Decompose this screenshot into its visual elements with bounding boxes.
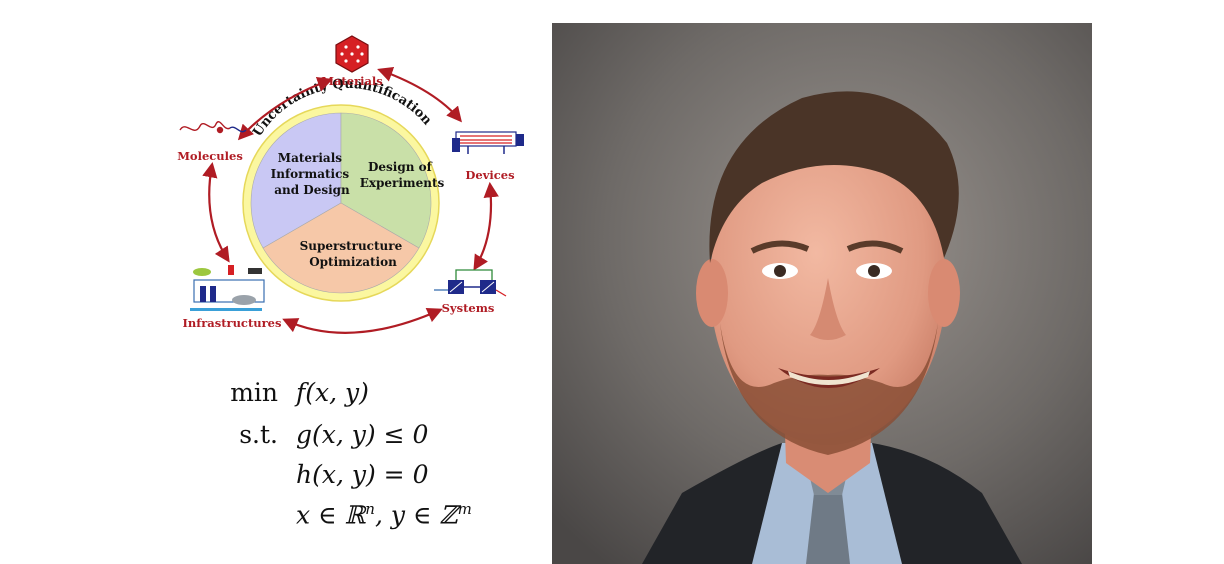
materials-crystal-icon [335,35,369,73]
portrait-photo [552,23,1092,564]
formula-key-min: min [230,378,278,407]
node-systems: Systems [442,301,495,315]
wedge-optimization-label: Superstructure Optimization [300,239,407,269]
devices-heat-exchanger-icon [452,131,524,154]
wedge-informatics-label: Materials Informatics and Design [271,151,354,197]
formula-objective: f(x, y) [296,378,369,407]
wedge-experiments-label: Design of Experiments [360,160,445,190]
wedge-superstructure-optimization [262,202,420,294]
wedge-design-of-experiments [340,112,432,249]
cycle-arrows [202,66,499,334]
molecules-squiggle-icon [179,121,247,134]
systems-flowsheet-icon [434,269,507,297]
node-infrastructures: Infrastructures [183,316,282,330]
formula-inequality: g(x, y) ≤ 0 [296,420,429,449]
node-molecules: Molecules [177,149,243,163]
formula-domain: x ∈ ℝn, y ∈ ℤm [296,500,472,530]
node-devices: Devices [465,168,514,182]
optimization-formulation: min f(x, y) s.t. g(x, y) ≤ 0 h(x, y) = 0… [218,374,538,544]
process-systems-diagram: Uncertainty Quantification Materials Inf… [177,35,524,334]
infrastructures-plant-icon [190,265,265,311]
node-materials: Materials [321,74,383,88]
formula-equality: h(x, y) = 0 [296,460,429,489]
formula-key-st: s.t. [239,420,278,449]
